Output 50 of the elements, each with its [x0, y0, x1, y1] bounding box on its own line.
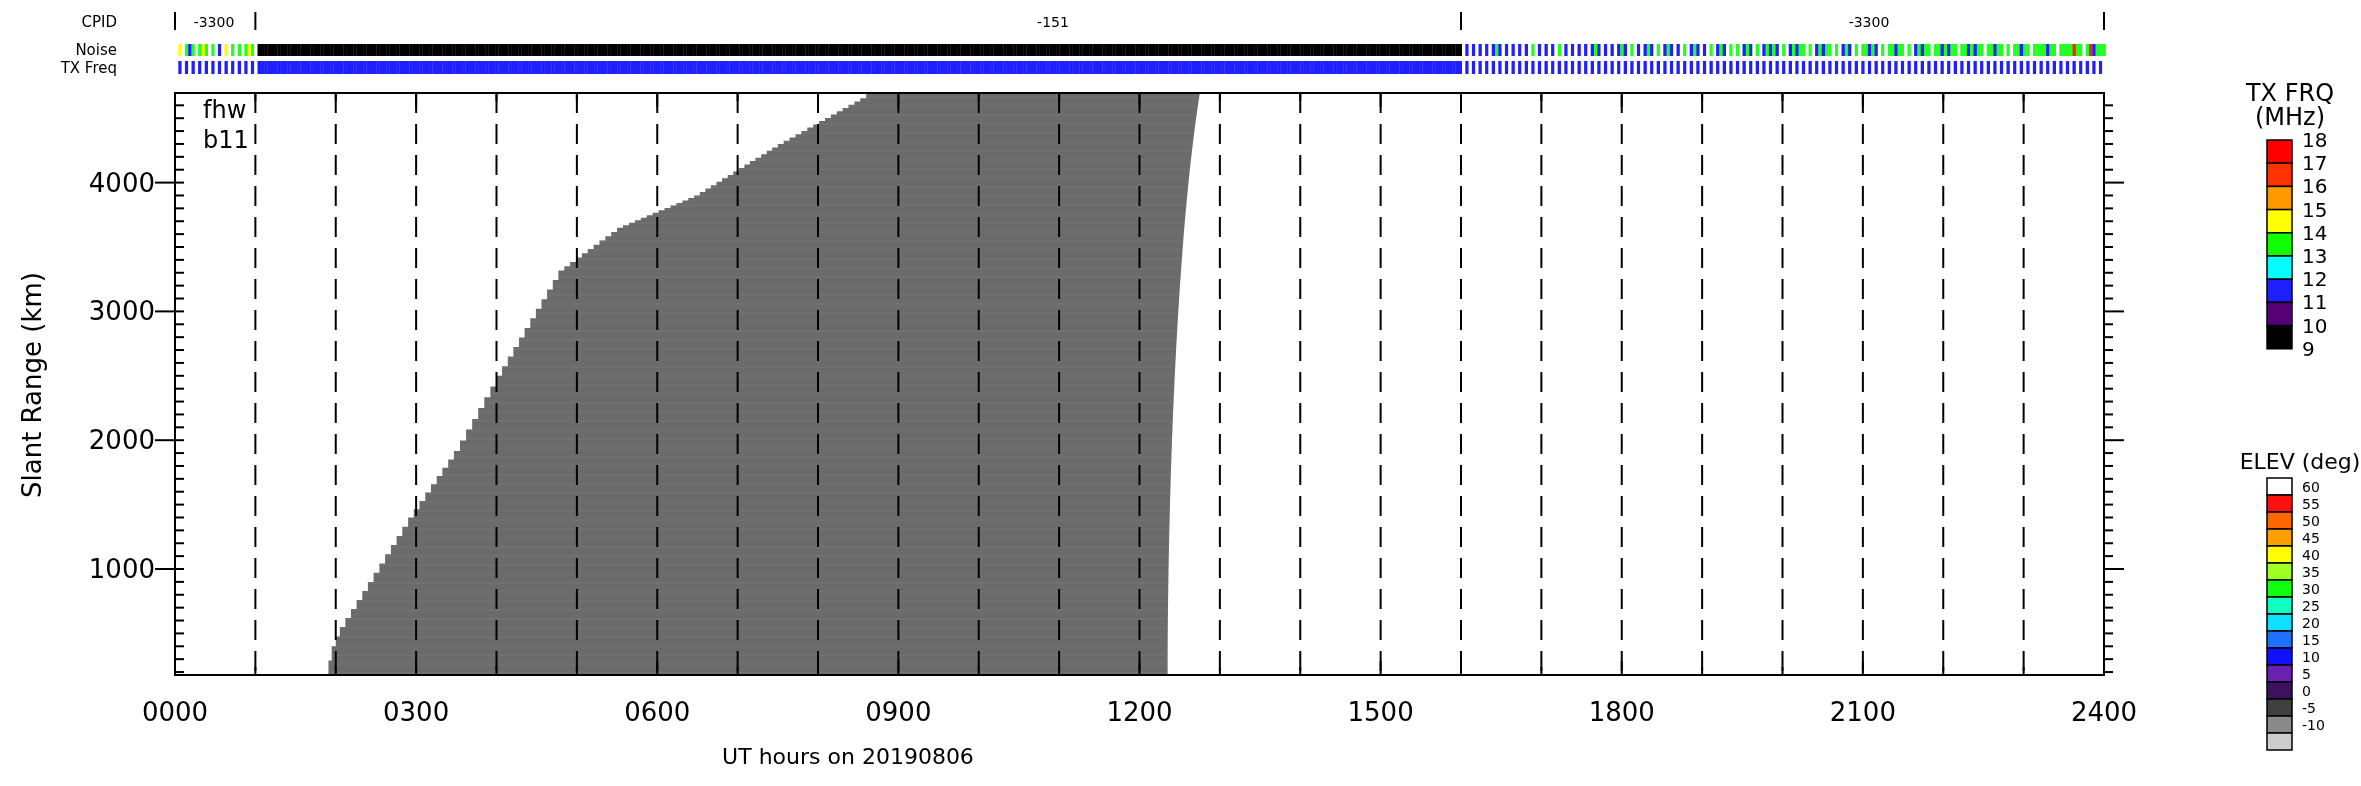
colorbar-tick-label: 16: [2302, 176, 2328, 197]
colorbar-tick-label: 5: [2302, 666, 2311, 681]
row-label: Noise: [75, 42, 117, 58]
colorbar-tick-label: 20: [2302, 615, 2320, 630]
colorbar-tick-label: 13: [2302, 246, 2328, 266]
cpid-value: -3300: [1848, 15, 1890, 29]
colorbar-tick-label: 50: [2302, 513, 2320, 528]
colorbar-tick-label: 18: [2302, 130, 2328, 150]
colorbar-tick-label: 17: [2302, 153, 2328, 174]
axis-tick-label: 2100: [1829, 699, 1896, 725]
colorbar-tick-label: 10: [2302, 315, 2328, 336]
axis-tick-label: 3000: [88, 298, 155, 325]
colorbar-tick-label: 45: [2302, 530, 2320, 545]
axis-tick-label: 4000: [88, 169, 155, 196]
cpid-value: -151: [1037, 15, 1069, 29]
axis-tick-label: 1000: [88, 556, 155, 582]
axis-tick-label: 0000: [141, 699, 209, 725]
colorbar-tick-label: 15: [2302, 632, 2320, 647]
colorbar-tick-label: 12: [2302, 269, 2328, 290]
colorbar-tick-label: 0: [2302, 683, 2311, 698]
axis-tick-label: 2400: [2070, 699, 2138, 725]
colorbar-tick-label: 10: [2302, 649, 2320, 664]
cpid-value: -3300: [193, 15, 235, 29]
colorbar-tick-label: -5: [2302, 700, 2316, 715]
axis-title: UT hours on 20190806: [722, 746, 974, 768]
colorbar-tick-label: 11: [2302, 292, 2328, 313]
axis-title: Slant Range (km): [19, 272, 45, 498]
colorbar-tick-label: 25: [2302, 598, 2320, 613]
axis-tick-label: 2000: [88, 427, 155, 454]
station-label: fhw: [203, 98, 247, 122]
colorbar-title: ELEV (deg): [2239, 451, 2361, 473]
colorbar-tick-label: 35: [2302, 564, 2320, 579]
colorbar-tick-label: 14: [2302, 222, 2328, 243]
colorbar-tick-label: 9: [2302, 338, 2315, 359]
colorbar-title: TX FRQ (MHz): [2244, 81, 2336, 129]
row-label: CPID: [81, 14, 117, 30]
axis-tick-label: 0300: [383, 699, 450, 725]
colorbar-tick-label: 15: [2302, 199, 2328, 220]
colorbar-tick-label: 55: [2302, 496, 2320, 511]
colorbar-tick-label: 30: [2302, 581, 2320, 596]
colorbar-tick-label: 60: [2302, 479, 2320, 494]
axis-tick-label: 1800: [1588, 699, 1655, 725]
axis-tick-label: 1500: [1347, 699, 1414, 725]
row-label: TX Freq: [60, 60, 117, 76]
axis-tick-label: 1200: [1106, 699, 1173, 725]
colorbar-tick-label: -10: [2302, 717, 2325, 732]
beam-label: b11: [203, 128, 249, 152]
axis-tick-label: 0900: [865, 699, 932, 725]
axis-tick-label: 0600: [624, 699, 691, 725]
colorbar-tick-label: 40: [2302, 547, 2320, 562]
